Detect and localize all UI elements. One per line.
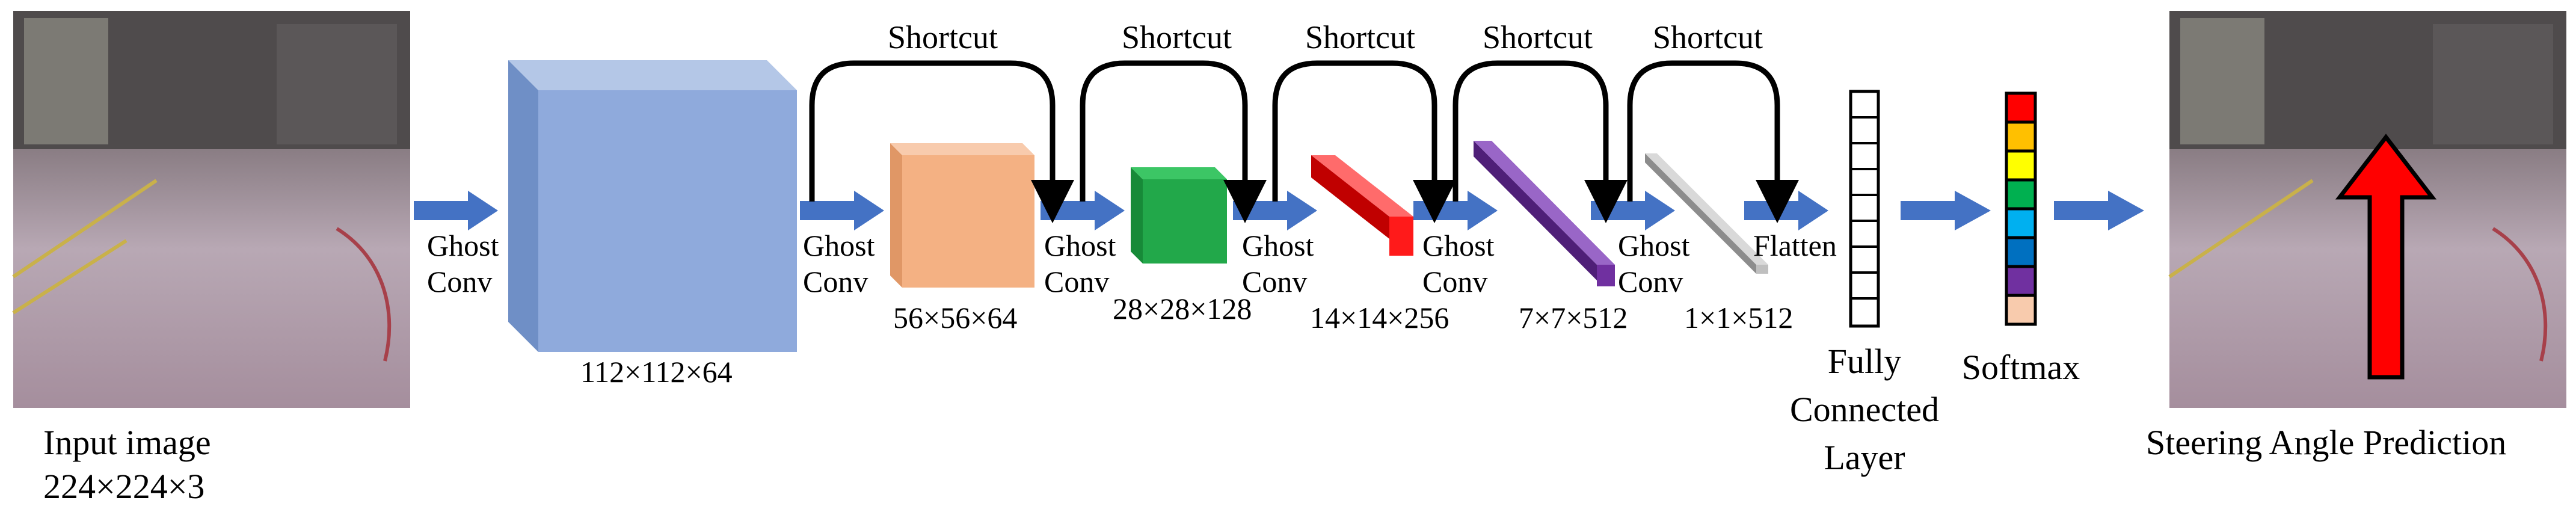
flow-arrow <box>414 191 498 230</box>
softmax-cell <box>2005 294 2037 326</box>
fully-connected-layer <box>1849 90 1880 328</box>
softmax-cell <box>2005 120 2037 153</box>
shortcut-arc <box>1627 60 1799 223</box>
op-label: Ghost <box>1422 229 1495 262</box>
flow-arrow <box>1744 191 1828 230</box>
output-title: Steering Angle Prediction <box>2146 423 2506 462</box>
softmax-cell <box>2005 236 2037 268</box>
dims-label: 1×1×512 <box>1684 301 1793 334</box>
softmax-cell <box>2005 178 2037 211</box>
flow-arrow <box>800 191 884 230</box>
softmax-label: Softmax <box>1962 348 2080 387</box>
softmax-cell <box>2005 149 2037 182</box>
softmax-cell <box>2005 207 2037 239</box>
steering-up-arrow-icon <box>2335 134 2437 380</box>
softmax-cell <box>2005 265 2037 297</box>
flow-arrow <box>1041 191 1125 230</box>
dims-label: 56×56×64 <box>893 301 1017 334</box>
softmax-cell <box>2005 91 2037 124</box>
shortcut-label: Shortcut <box>1653 19 1763 55</box>
input-image <box>12 11 410 408</box>
op-label: Conv <box>1618 265 1683 298</box>
flatten-label: Flatten <box>1753 229 1837 262</box>
shortcut-label: Shortcut <box>888 19 998 55</box>
feature-map-7 <box>1474 141 1615 286</box>
op-label: Conv <box>1422 265 1487 298</box>
feature-map-112 <box>508 60 797 352</box>
dims-label: 112×112×64 <box>580 355 733 389</box>
dims-label: 14×14×256 <box>1310 301 1449 334</box>
shortcut-arc <box>1272 60 1456 223</box>
input-title: Input image <box>43 423 211 462</box>
op-label: Ghost <box>1044 229 1116 262</box>
flow-arrow <box>1591 191 1675 230</box>
shortcut-label: Shortcut <box>1305 19 1415 55</box>
shortcut-connections <box>809 60 1799 223</box>
feature-map-1 <box>1645 153 1768 274</box>
op-label: Conv <box>1242 265 1307 298</box>
fc-label: Layer <box>1824 438 1905 477</box>
op-label: Conv <box>427 265 492 298</box>
flow-arrow <box>1233 191 1317 230</box>
shortcut-arc <box>1080 60 1267 223</box>
op-label: Ghost <box>427 229 499 262</box>
flow-arrow <box>1901 191 1991 230</box>
input-dims: 224×224×3 <box>43 467 204 506</box>
fc-label: Connected <box>1790 390 1939 429</box>
feature-map-14 <box>1311 155 1413 256</box>
feature-map-28 <box>1131 167 1227 264</box>
shortcut-label: Shortcut <box>1483 19 1593 55</box>
shortcut-arc <box>809 60 1074 223</box>
op-label: Ghost <box>1618 229 1690 262</box>
flow-arrow <box>2054 191 2144 230</box>
dims-label: 7×7×512 <box>1519 301 1628 334</box>
op-label: Ghost <box>803 229 875 262</box>
feature-map-56 <box>890 143 1034 288</box>
fc-label: Fully <box>1828 342 1902 381</box>
shortcut-arc <box>1452 60 1628 223</box>
softmax-vector <box>2005 91 2037 326</box>
op-label: Ghost <box>1242 229 1314 262</box>
shortcut-label: Shortcut <box>1122 19 1232 55</box>
op-label: Conv <box>803 265 868 298</box>
op-label: Conv <box>1044 265 1109 298</box>
dims-label: 28×28×128 <box>1113 292 1252 325</box>
